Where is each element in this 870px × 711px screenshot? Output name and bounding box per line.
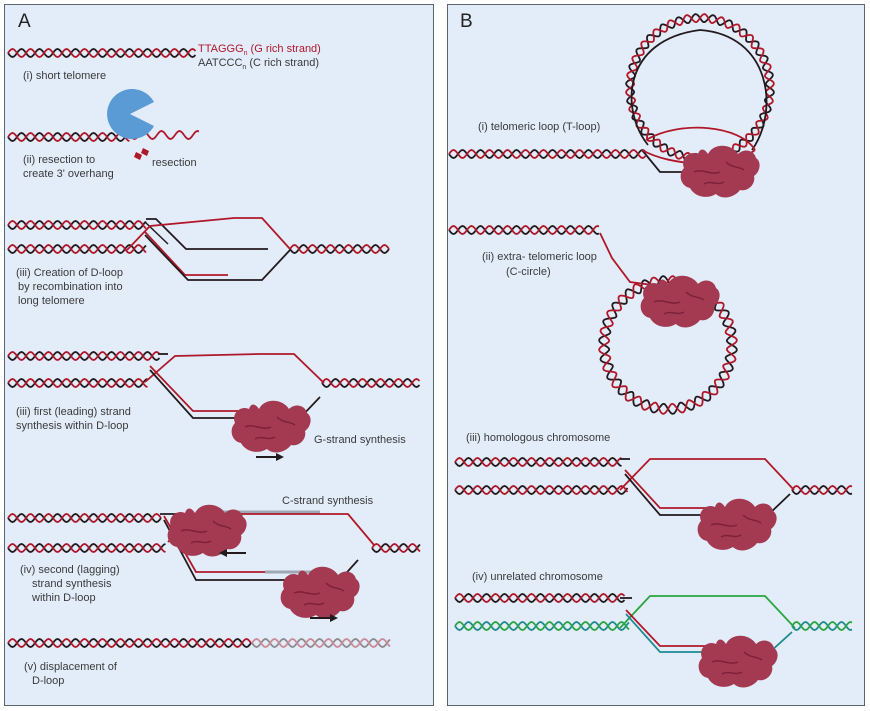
helix-lead-right-strand-a — [321, 378, 421, 388]
label-homologous: (iii) homologous chromosome — [466, 432, 610, 444]
helix-short-telomere-strand-a — [7, 48, 197, 58]
helix-homol-top-strand-a — [454, 457, 622, 467]
helix-ctelomere-strand-b — [448, 225, 600, 235]
label-resection: resection — [152, 157, 197, 169]
label-c-strand-synthesis: C-strand synthesis — [282, 495, 374, 507]
helix-lag-right-strand-a — [371, 543, 421, 553]
polymerase-lagging — [166, 503, 248, 558]
label-displacement-l2: D-loop — [32, 675, 64, 687]
label-leading-l1: (iii) first (leading) strand — [16, 406, 131, 418]
homologous-protein — [696, 497, 778, 552]
helix-tloop-strand-a — [448, 149, 647, 159]
helix-iii-top-strand-b — [7, 220, 147, 230]
helix-tloop-strand-b — [448, 149, 647, 159]
label-g-strand-synthesis: G-strand synthesis — [314, 434, 406, 446]
helix-iii-right-strand-b — [289, 244, 390, 254]
polymerase-leading — [230, 399, 312, 454]
helix-new-telomere-strand-b — [251, 638, 391, 648]
helix-homol-right-strand-b — [791, 485, 853, 495]
helix-lead-bottom-strand-a — [7, 378, 148, 388]
helix-iii-bottom-strand-a — [7, 244, 147, 254]
label-resection-l1: (ii) resection to — [23, 154, 95, 166]
c-circle-protein — [639, 274, 721, 329]
helix-lead-top-strand-a — [7, 351, 161, 361]
helix-ctelomere-strand-a — [448, 225, 600, 235]
label-leading-l2: synthesis within D-loop — [16, 420, 129, 432]
panel-a-letter: A — [18, 11, 31, 32]
label-lagging-l3: within D-loop — [31, 592, 96, 604]
helix-short-telomere-strand-b — [7, 48, 197, 58]
label-displacement-l1: (v) displacement of — [24, 661, 118, 673]
label-dloop-l2: by recombination into — [18, 281, 123, 293]
helix-new-telomere-strand-a — [251, 638, 391, 648]
tloop-circle-strand-a — [625, 13, 775, 163]
arrows-lagging — [219, 549, 338, 622]
label-lagging-l2: strand synthesis — [32, 578, 112, 590]
helix-resection-strand-a — [7, 132, 130, 142]
arrow-leading — [256, 453, 284, 461]
label-dloop-l1: (iii) Creation of D-loop — [16, 267, 123, 279]
helix-lag-bottom-strand-a — [7, 543, 166, 553]
helix-lag-top-strand-b — [7, 513, 162, 523]
panel-b: B — [447, 4, 865, 706]
resection-enzyme — [107, 89, 154, 160]
panel-b-letter: B — [460, 11, 473, 32]
helix-unrel-bottom-strand-a — [454, 621, 630, 631]
label-resection-l2: create 3' overhang — [23, 168, 114, 180]
polymerase-leading-2 — [279, 565, 361, 620]
helix-unrel-top-strand-a — [454, 593, 626, 603]
helix-lag-top-strand-a — [7, 513, 162, 523]
dloop-iii — [126, 217, 291, 281]
helix-homol-top-strand-b — [454, 457, 622, 467]
helix-iii-top-strand-a — [7, 220, 147, 230]
helix-homol-bottom-strand-a — [454, 485, 629, 495]
g-strand-label: TTAGGGn(G rich strand) — [198, 43, 321, 57]
helix-unrel-top-strand-b — [454, 593, 626, 603]
label-lagging-l1: (iv) second (lagging) — [20, 564, 120, 576]
helix-iii-bottom-strand-b — [7, 244, 147, 254]
helix-resection-strand-b — [7, 132, 130, 142]
label-unrelated: (iv) unrelated chromosome — [472, 571, 603, 583]
label-short-telomere: (i) short telomere — [23, 70, 106, 82]
label-t-loop: (i) telomeric loop (T-loop) — [478, 121, 600, 133]
helix-lag-right-strand-b — [371, 543, 421, 553]
helix-displaced-strand-b — [7, 638, 252, 648]
tloop-protein — [679, 144, 761, 199]
helix-unrel-bottom-strand-b — [454, 621, 630, 631]
c-strand-label: AATCCCn(C rich strand) — [198, 57, 319, 71]
label-dloop-l3: long telomere — [18, 295, 85, 307]
helix-homol-right-strand-a — [791, 485, 853, 495]
helix-lead-bottom-strand-b — [7, 378, 148, 388]
label-c-circle-l2: (C-circle) — [506, 266, 551, 278]
helix-lag-bottom-strand-b — [7, 543, 166, 553]
label-c-circle-l1: (ii) extra- telomeric loop — [482, 251, 597, 263]
helix-displaced-strand-a — [7, 638, 252, 648]
helix-iii-right-strand-a — [289, 244, 390, 254]
helix-unrel-right-strand-b — [791, 621, 853, 631]
helix-unrel-right-strand-a — [791, 621, 853, 631]
unrelated-protein — [697, 634, 779, 689]
